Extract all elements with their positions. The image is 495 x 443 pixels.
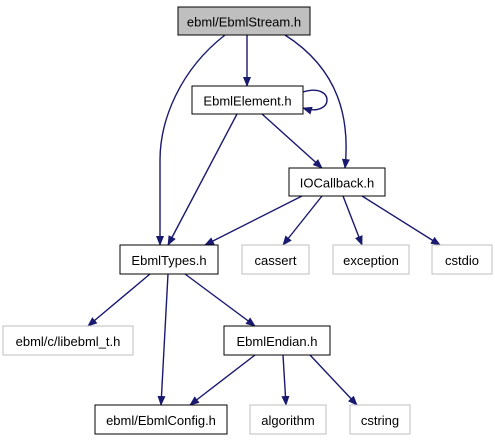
edge-ebmlelement-to-ebmlelement	[302, 89, 328, 115]
node-algorithm: algorithm	[249, 404, 327, 435]
node-cstdio: cstdio	[431, 244, 493, 275]
node-label-ebmlconfig: ebml/EbmlConfig.h	[106, 413, 216, 428]
node-label-algorithm: algorithm	[261, 413, 314, 428]
node-label-cassert: cassert	[255, 253, 297, 268]
node-label-iocallback: IOCallback.h	[300, 176, 374, 191]
node-box-iocallback	[288, 167, 386, 197]
node-label-ebmltypes: EbmlTypes.h	[131, 253, 206, 268]
node-label-cstring: cstring	[361, 413, 399, 428]
node-libebml_t: ebml/c/libebml_t.h	[2, 325, 134, 356]
edge-ebmlendian-to-cstring	[309, 354, 358, 406]
node-cstring: cstring	[349, 404, 411, 435]
node-label-cstdio: cstdio	[445, 253, 479, 268]
node-exception: exception	[332, 244, 410, 275]
edge-ebmlendian-to-ebmlconfig	[189, 354, 256, 406]
edge-ebmlstream-to-iocallback	[284, 34, 350, 169]
node-box-algorithm	[249, 404, 327, 435]
node-label-exception: exception	[343, 253, 399, 268]
edge-iocallback-to-ebmltypes	[204, 195, 303, 246]
edge-ebmlstream-to-ebmltypes	[156, 34, 226, 246]
node-iocallback[interactable]: IOCallback.h	[288, 167, 386, 197]
edge-iocallback-to-cassert	[282, 195, 323, 246]
node-box-ebmlelement	[191, 85, 304, 115]
nodes-layer: ebml/EbmlStream.hEbmlElement.hIOCallback…	[2, 6, 493, 435]
node-box-ebmlstream	[177, 6, 311, 36]
node-ebmltypes[interactable]: EbmlTypes.h	[119, 244, 219, 275]
node-box-cstring	[349, 404, 411, 435]
node-ebmlstream[interactable]: ebml/EbmlStream.h	[177, 6, 311, 36]
node-ebmlconfig[interactable]: ebml/EbmlConfig.h	[94, 404, 228, 435]
node-label-ebmlendian: EbmlEndian.h	[237, 334, 318, 349]
edge-ebmlendian-to-algorithm	[281, 354, 290, 406]
node-cassert: cassert	[241, 244, 310, 275]
node-box-ebmltypes	[119, 244, 219, 275]
node-ebmlelement[interactable]: EbmlElement.h	[191, 85, 304, 115]
node-box-libebml_t	[2, 325, 134, 356]
node-box-ebmlendian	[223, 325, 331, 356]
edges-layer	[87, 34, 441, 406]
edge-ebmlelement-to-iocallback	[261, 113, 323, 169]
node-box-cassert	[241, 244, 310, 275]
node-ebmlendian[interactable]: EbmlEndian.h	[223, 325, 331, 356]
edge-ebmltypes-to-ebmlendian	[184, 273, 256, 327]
edge-iocallback-to-cstdio	[361, 195, 441, 246]
edge-ebmlelement-to-ebmltypes	[167, 113, 238, 246]
node-label-libebml_t: ebml/c/libebml_t.h	[16, 334, 121, 349]
node-box-ebmlconfig	[94, 404, 228, 435]
node-label-ebmlstream: ebml/EbmlStream.h	[187, 15, 301, 30]
node-box-exception	[332, 244, 410, 275]
node-box-cstdio	[431, 244, 493, 275]
edge-iocallback-to-exception	[342, 195, 363, 246]
edge-ebmltypes-to-libebml_t	[87, 273, 151, 327]
node-label-ebmlelement: EbmlElement.h	[203, 94, 291, 109]
edge-ebmltypes-to-ebmlconfig	[157, 273, 169, 406]
